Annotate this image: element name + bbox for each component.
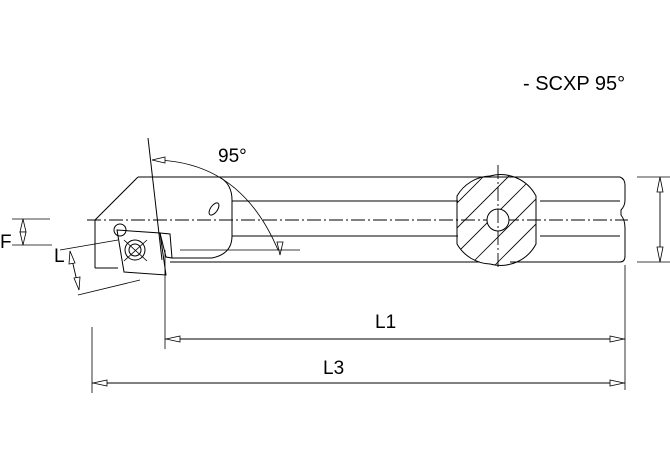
dim-label-L: L xyxy=(54,246,65,267)
drawing-title: - SCXP 95° xyxy=(523,73,625,95)
dimension-L1: L1 xyxy=(164,250,626,390)
angle-dimension: 95° xyxy=(147,137,300,261)
dim-label-L3: L3 xyxy=(323,358,344,379)
insert xyxy=(113,223,173,276)
dimension-L3: L3 xyxy=(91,327,625,393)
dim-label-F: F xyxy=(0,232,12,253)
dimension-height xyxy=(637,176,670,263)
tool-body xyxy=(94,176,626,269)
dimension-L: L xyxy=(54,239,141,296)
angle-label: 95° xyxy=(218,146,247,167)
clamp-pin-icon xyxy=(113,223,127,237)
cross-section xyxy=(456,165,537,270)
dimension-F: F xyxy=(0,218,52,253)
dim-label-L1: L1 xyxy=(375,312,396,333)
